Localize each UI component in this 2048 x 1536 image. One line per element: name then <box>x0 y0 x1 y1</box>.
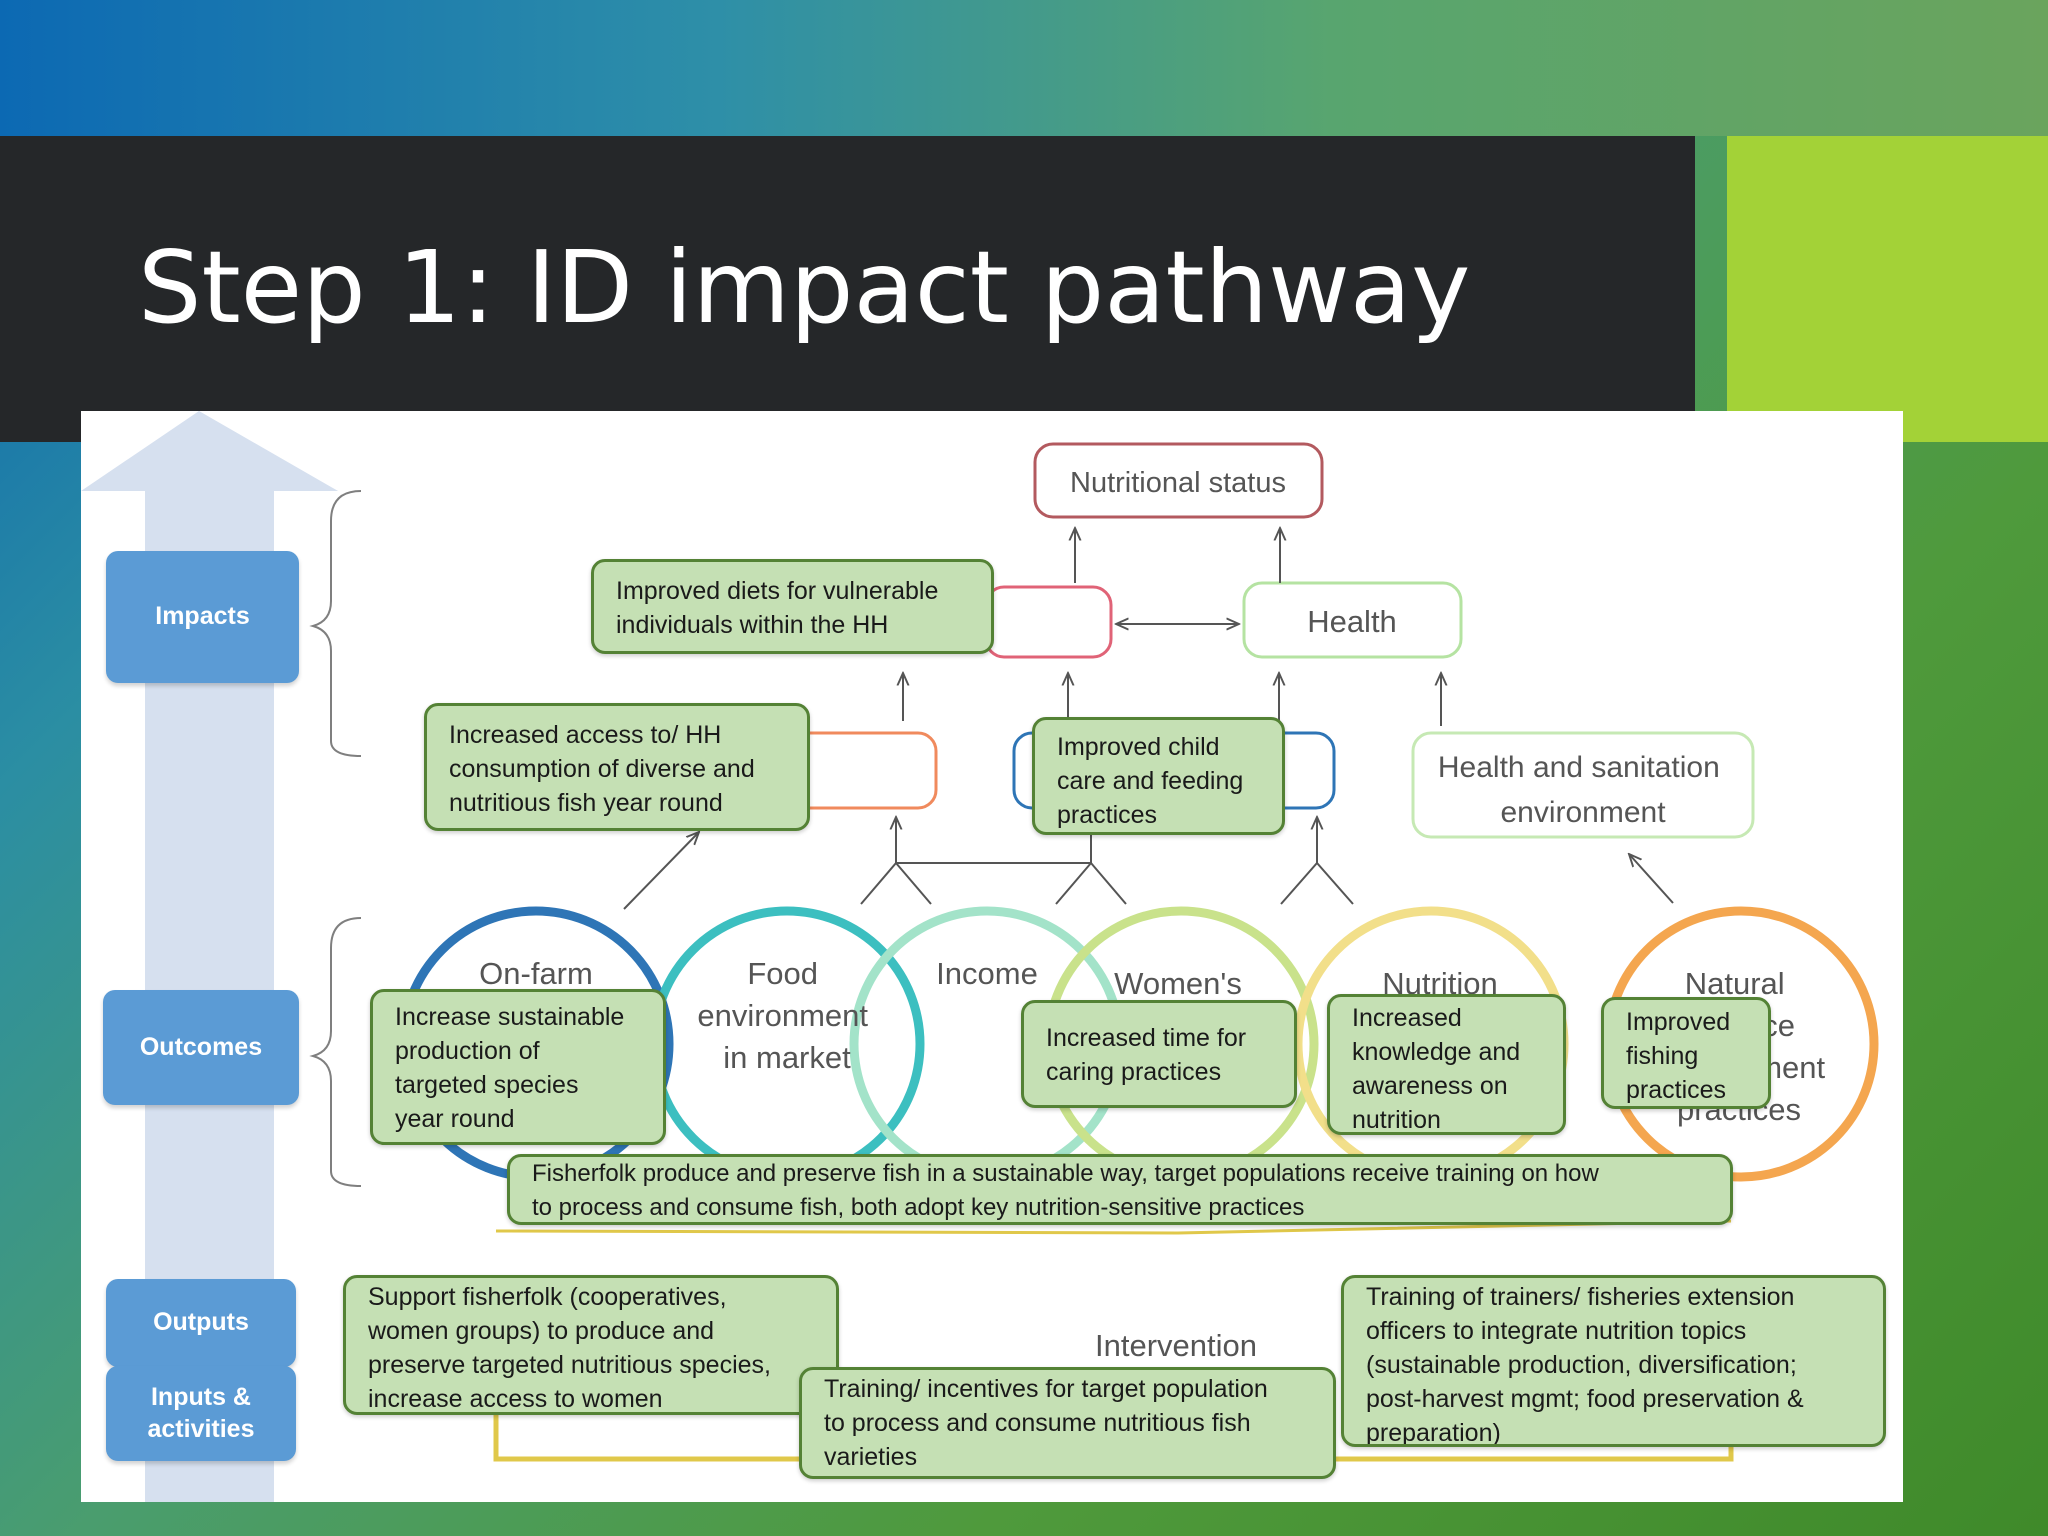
income-label: Income <box>936 956 1038 991</box>
intervention-label: Intervention <box>1095 1328 1257 1363</box>
nutritional-status-label: Nutritional status <box>1070 467 1286 499</box>
impacts-level: Impacts <box>106 551 299 683</box>
outcomes-level: Outcomes <box>103 990 299 1105</box>
note-increased-access: Increased access to/ HH consumption of d… <box>424 703 810 831</box>
health-sanitation-box <box>1411 731 1755 839</box>
impacts-brace <box>309 490 362 757</box>
access-box <box>789 731 938 810</box>
outcomes-brace <box>309 917 362 1187</box>
note-nutrition-knowledge: Increased knowledge and awareness on nut… <box>1327 994 1566 1135</box>
vertical-progress-arrow <box>81 411 338 1502</box>
outputs-level: Outputs <box>106 1279 296 1367</box>
food-environment-label: Food environment in market <box>697 956 876 1075</box>
health-label: Health <box>1307 604 1397 639</box>
note-increased-time: Increased time for caring practices <box>1021 1000 1297 1108</box>
womens-label: Women's <box>1114 966 1242 1001</box>
diet-box <box>984 585 1113 659</box>
diagram-panel: Nutritional status Health Health and san… <box>81 411 1903 1502</box>
note-training-target: Training/ incentives for target populati… <box>799 1367 1336 1479</box>
note-fishing-practices: Improved fishing practices <box>1601 997 1771 1109</box>
accent-square <box>1727 136 2048 442</box>
note-child-care: Improved child care and feeding practice… <box>1032 717 1285 835</box>
note-summary: Fisherfolk produce and preserve fish in … <box>507 1154 1733 1225</box>
slide-title: Step 1: ID impact pathway <box>138 229 1471 346</box>
note-improved-diets: Improved diets for vulnerable individual… <box>591 559 994 654</box>
nutritional-status-box <box>1033 442 1324 519</box>
health-box <box>1242 581 1463 659</box>
health-sanitation-label: Health and sanitation environment <box>1438 751 1728 829</box>
top-gradient-stripe <box>0 0 2048 136</box>
title-bar <box>0 136 1695 442</box>
note-training-trainers: Training of trainers/ fisheries extensio… <box>1341 1275 1886 1447</box>
note-support-fisherfolk: Support fisherfolk (cooperatives, women … <box>343 1275 839 1415</box>
intervention-bracket <box>495 1219 1732 1235</box>
note-sustainable-production: Increase sustainable production of targe… <box>370 989 666 1145</box>
inputs-activities-level: Inputs & activities <box>106 1366 296 1461</box>
onfarm-label: On-farm <box>479 956 593 991</box>
